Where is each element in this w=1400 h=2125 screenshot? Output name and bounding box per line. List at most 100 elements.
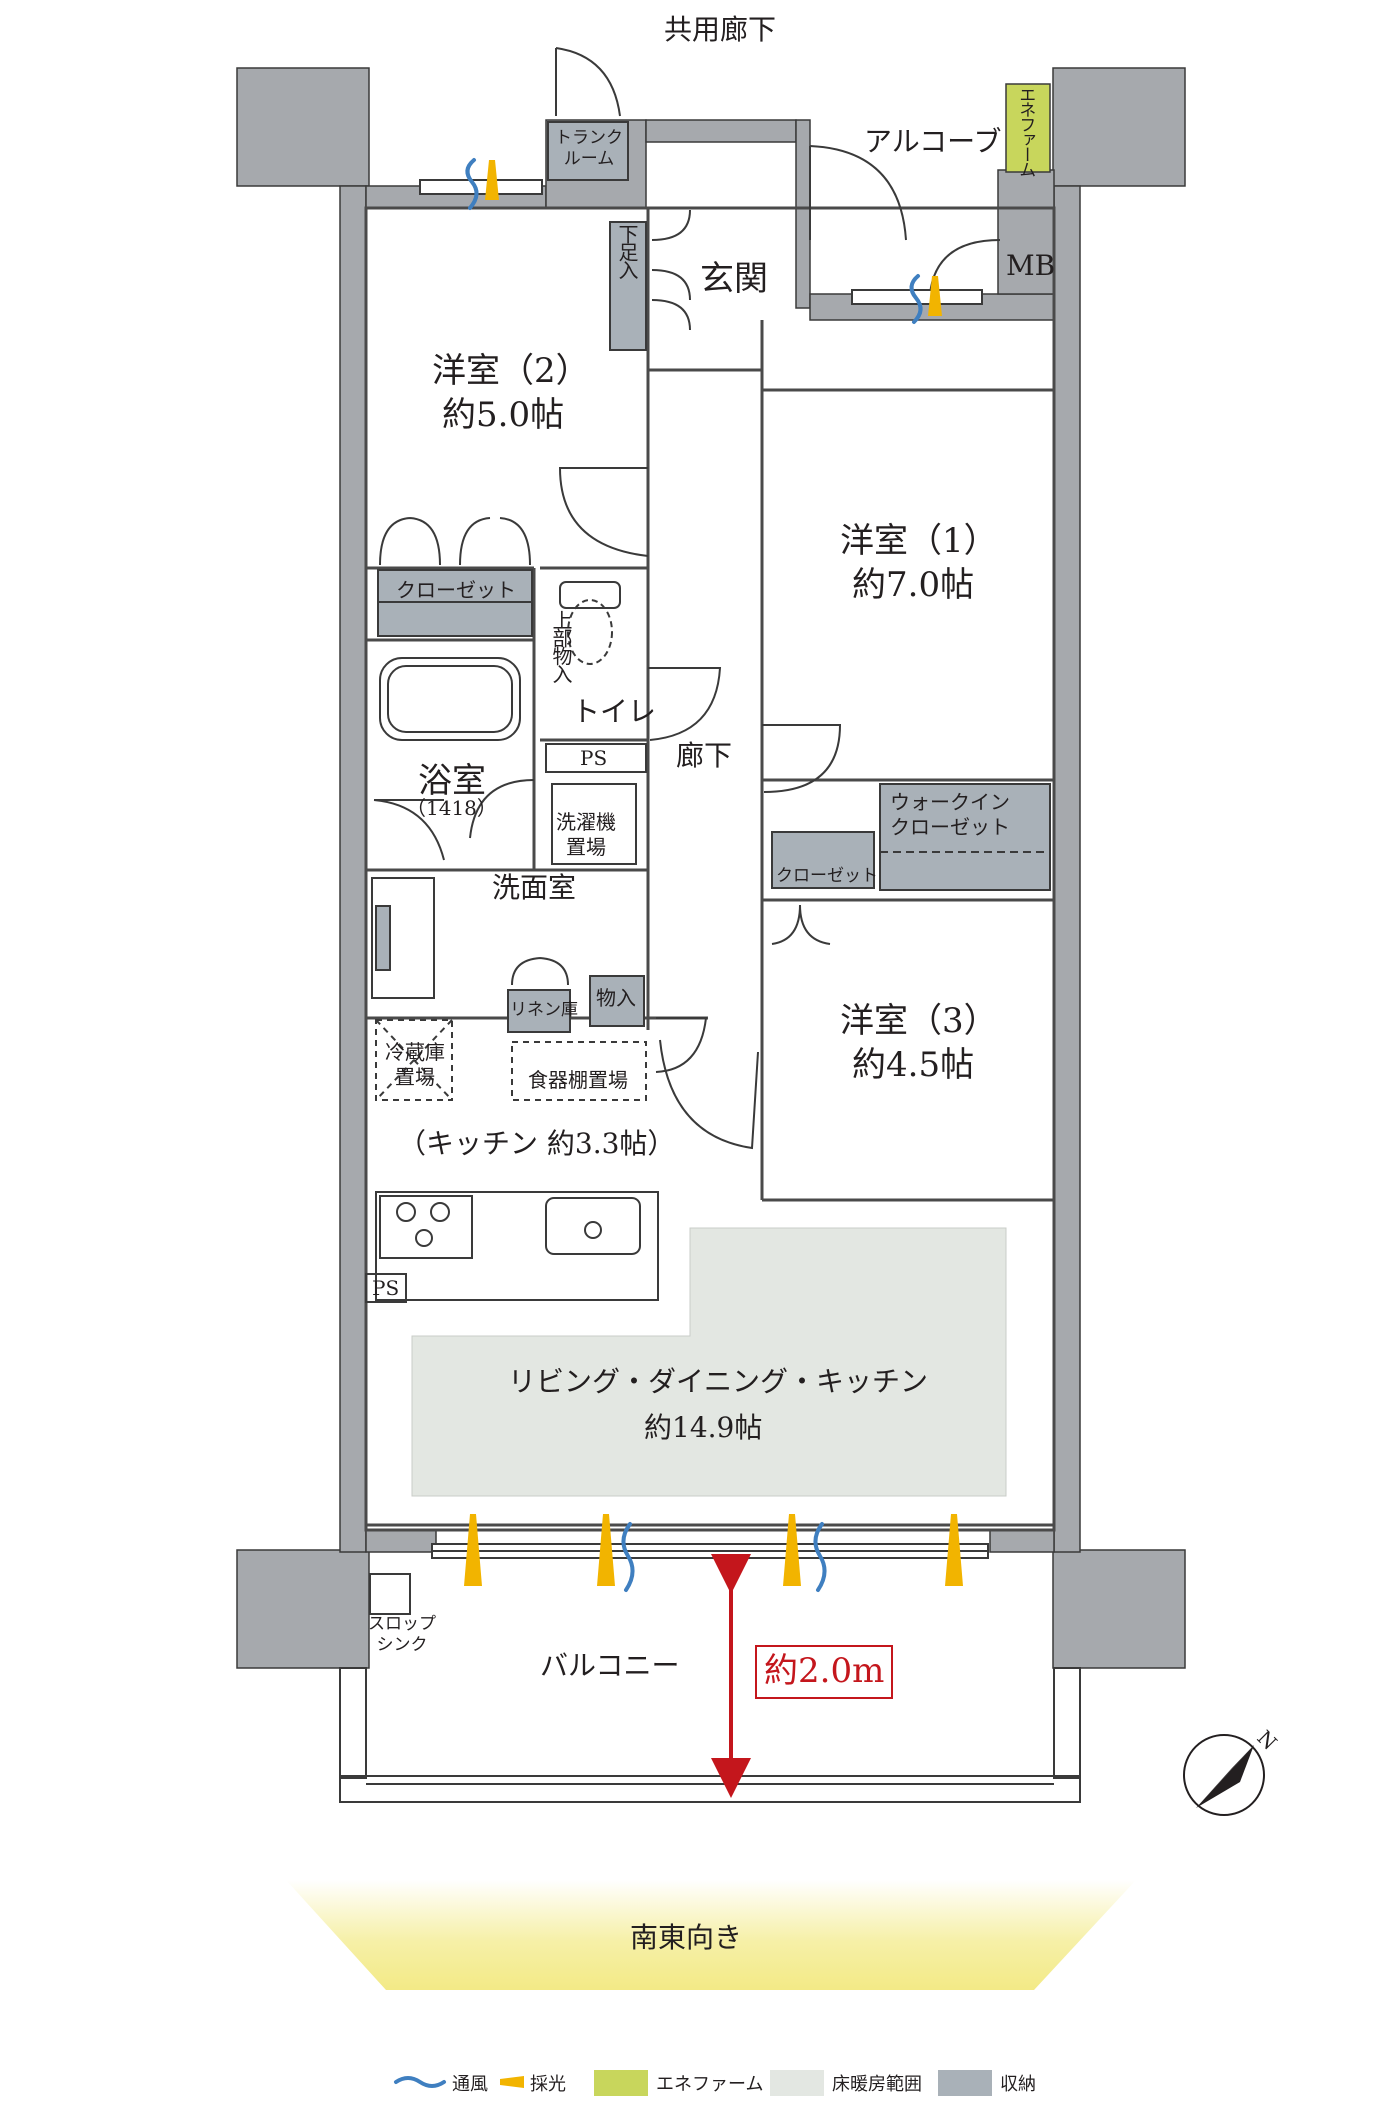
ventilation-marks xyxy=(465,158,923,1592)
daylight-icon xyxy=(928,276,942,316)
legend-floor-heating: 床暖房範囲 xyxy=(770,2070,922,2096)
kitchen-label: （キッチン 約3.3帖） xyxy=(398,1127,676,1160)
daylight-marks xyxy=(464,160,963,1586)
fixtures xyxy=(365,581,659,1615)
windows xyxy=(419,179,989,1559)
cupboard-space xyxy=(511,1041,647,1101)
ps-label: PS xyxy=(580,746,608,770)
burner-icon xyxy=(396,1202,416,1222)
legend-floor-heating-label: 床暖房範囲 xyxy=(832,2074,922,2095)
kitchen-counter xyxy=(375,1191,659,1301)
alcove-label: アルコーブ xyxy=(864,125,1002,158)
legend-enefarm-label: エネファーム xyxy=(656,2074,764,2095)
orientation-glow xyxy=(286,1880,1136,1990)
burner-icon xyxy=(415,1229,433,1247)
daylight-icon xyxy=(485,160,499,200)
shoe-box xyxy=(609,221,647,351)
stove xyxy=(379,1195,473,1259)
toilet-bowl xyxy=(567,599,613,665)
room-walls xyxy=(364,206,1056,1532)
wall-right xyxy=(1053,185,1081,1553)
slop-sink xyxy=(369,1573,411,1615)
enefarm-unit xyxy=(1005,83,1051,173)
legend-storage-label: 収納 xyxy=(1000,2074,1036,2095)
ldk-size: 約14.9帖 xyxy=(644,1411,763,1444)
wall-alcove-left xyxy=(795,119,811,309)
legend-daylight-label: 採光 xyxy=(530,2074,566,2095)
room3-size: 約4.5帖 xyxy=(852,1045,975,1085)
slop-sink-label: スロップ シンク xyxy=(368,1614,436,1656)
walk-in-closet-label: ウォークイン クローゼット xyxy=(890,790,1010,839)
room1-size: 約7.0帖 xyxy=(852,565,975,605)
wall-mb xyxy=(997,169,1055,295)
floor-heating-area xyxy=(411,1227,1007,1497)
ldk-name: リビング・ダイニング・キッチン xyxy=(508,1365,929,1398)
ventilation-icon xyxy=(813,1522,827,1592)
ps-box xyxy=(545,743,647,773)
trunk-room xyxy=(547,121,629,181)
room2-size: 約5.0帖 xyxy=(442,395,565,435)
legend-enefarm: エネファーム xyxy=(594,2070,763,2096)
legend-ventilation: 通風 xyxy=(452,2070,488,2096)
ventilation-icon xyxy=(465,158,479,210)
enefarm-swatch xyxy=(594,2070,648,2096)
column-bottom-left xyxy=(236,1549,370,1669)
wall-left xyxy=(339,185,367,1553)
fridge-space-label: 冷蔵庫 置場 xyxy=(385,1040,445,1089)
bathroom-label: 浴室 xyxy=(418,761,486,801)
structure xyxy=(236,67,1186,1669)
upper-storage-label: 上部物入 xyxy=(549,610,573,682)
trunk-room-label: トランク ルーム xyxy=(555,128,623,170)
ps-kitchen-label: PS xyxy=(372,1276,400,1300)
ventilation-icon xyxy=(621,1522,635,1592)
column-top-right xyxy=(1052,67,1186,187)
entrance-label: 玄関 xyxy=(700,259,768,299)
column-bottom-right xyxy=(1052,1549,1186,1669)
enefarm-label: エネファーム xyxy=(1015,86,1036,176)
closet-room3 xyxy=(771,831,875,889)
bath-size-label: （1418） xyxy=(406,796,497,820)
balcony xyxy=(339,1667,1081,1803)
daylight-icon xyxy=(464,1514,482,1586)
fridge-space xyxy=(375,1019,453,1101)
daylight-icon xyxy=(597,1514,615,1586)
toilet-label: トイレ xyxy=(572,695,657,728)
ps-box-kitchen xyxy=(365,1273,407,1303)
storage-swatch xyxy=(938,2070,992,2096)
balcony-label: バルコニー xyxy=(540,1649,680,1682)
closet-room2-label: クローゼット xyxy=(396,578,516,602)
balcony-depth-label: 約2.0m xyxy=(764,1651,885,1691)
room2-name: 洋室（2） xyxy=(432,351,590,391)
cupboard-space-label: 食器棚置場 xyxy=(528,1068,628,1092)
closet-doors xyxy=(378,209,1050,986)
burner-icon xyxy=(430,1202,450,1222)
legend-ventilation-icon xyxy=(394,2076,446,2088)
kitchen-sink xyxy=(545,1197,641,1255)
walk-in-closet xyxy=(879,783,1051,891)
storage-label: 物入 xyxy=(596,986,636,1010)
balcony-depth-box xyxy=(755,1645,893,1699)
daylight-icon xyxy=(945,1514,963,1586)
floor-heating-swatch xyxy=(770,2070,824,2096)
washer-pan xyxy=(551,783,637,865)
column-top-left xyxy=(236,67,370,187)
wall-bottom-right xyxy=(989,1529,1055,1553)
toilet-cistern xyxy=(559,581,621,609)
common-corridor-label: 共用廊下 xyxy=(664,13,777,46)
ventilation-icon xyxy=(909,274,923,324)
bathtub xyxy=(379,657,521,741)
legend-ventilation-label: 通風 xyxy=(452,2074,488,2095)
room3-name: 洋室（3） xyxy=(840,1001,998,1041)
storage-box xyxy=(589,975,645,1027)
closet-room3-label: クローゼット xyxy=(776,866,878,886)
orientation-label: 南東向き xyxy=(630,1921,743,1954)
washroom-label: 洗面室 xyxy=(492,871,577,904)
legend-daylight: 採光 xyxy=(530,2070,566,2096)
vanity-sink xyxy=(371,877,435,999)
legend-daylight-icon xyxy=(500,2076,524,2088)
daylight-icon xyxy=(783,1514,801,1586)
room1-name: 洋室（1） xyxy=(840,521,998,561)
linen-closet xyxy=(507,989,571,1033)
mb-label: MB xyxy=(1006,249,1056,282)
compass xyxy=(1183,1734,1265,1816)
